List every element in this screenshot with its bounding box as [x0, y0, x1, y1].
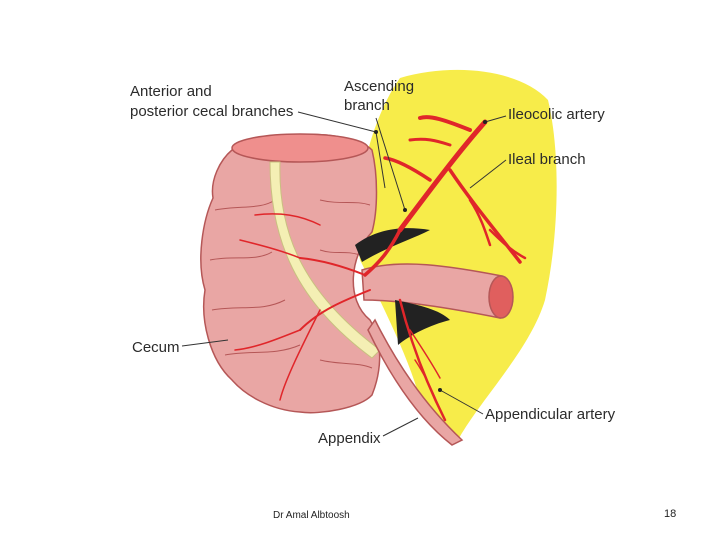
mesentery-shape [357, 69, 557, 440]
label-ileal-branch: Ileal branch [508, 151, 586, 168]
leader-ileocolic-artery [484, 115, 507, 123]
ileocolic-artery-vessel [397, 119, 488, 233]
label-ileocolic-artery: Ileocolic artery [508, 106, 605, 123]
label-appendicular-artery: Appendicular artery [485, 406, 616, 423]
taenia-coli [269, 161, 381, 359]
cecum-shape [200, 133, 381, 414]
leader-cecal-branches [297, 111, 377, 133]
cecum-haustra [209, 199, 373, 369]
label-ascending-line2: branch [344, 97, 390, 114]
leader-lines [181, 111, 507, 437]
footer-author: Dr Amal Albtoosh [273, 510, 350, 521]
label-ascending-line1: Ascending [344, 78, 415, 95]
leader-appendicular-artery [439, 389, 484, 415]
ileum-opening [488, 275, 514, 319]
leader-dots [374, 120, 487, 392]
ileal-branch-vessel [448, 168, 522, 264]
appendix-shape [367, 318, 464, 446]
footer-page-number: 18 [664, 508, 677, 520]
cecum-opening [231, 133, 369, 163]
label-appendix: Appendix [318, 430, 381, 447]
label-cecum: Cecum [132, 339, 180, 356]
appendicular-artery-vessel [398, 298, 447, 422]
label-cecal-branches-line1: Anterior and [130, 83, 212, 100]
leader-cecum [181, 339, 229, 347]
label-cecal-branches-line2: posterior cecal branches [130, 103, 294, 120]
leader-ascending-branch [375, 117, 406, 211]
leader-appendix [382, 417, 419, 437]
leader-ileal-branch [469, 159, 507, 189]
